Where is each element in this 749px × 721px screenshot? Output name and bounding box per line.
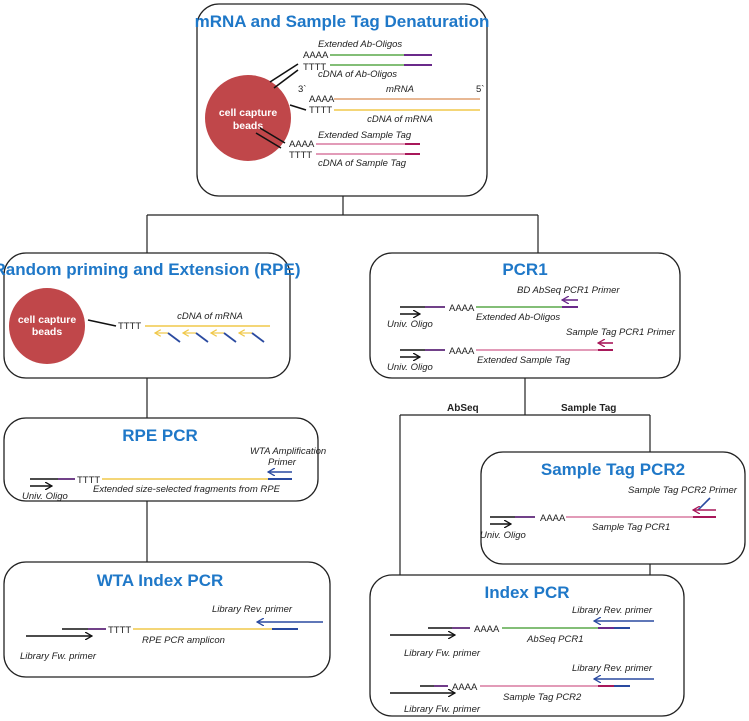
branch-label-abseq: AbSeq — [447, 403, 479, 414]
label-cdna-sample-tag: cDNA of Sample Tag — [318, 158, 407, 169]
panel-wta-index-pcr: WTA Index PCR Library Rev. primer TTTT L… — [3, 561, 331, 678]
label-cdna-mrna: cDNA of mRNA — [177, 311, 243, 322]
random-primers — [155, 332, 265, 343]
panel-box — [369, 574, 685, 717]
label-wta-amp-primer-1: WTA Amplification — [250, 446, 326, 457]
panel-box — [480, 451, 746, 565]
label-univ-oligo: Univ. Oligo — [22, 491, 68, 502]
bead-label-line1: cell capture — [219, 107, 278, 119]
poly-t: TTTT — [118, 321, 141, 332]
linker — [255, 132, 282, 149]
label-rpe-pcr-amplicon: RPE PCR amplicon — [142, 635, 225, 646]
poly-a: AAAA — [309, 94, 335, 105]
poly-a: AAAA — [452, 682, 478, 693]
poly-t: TTTT — [309, 105, 332, 116]
primer-tail — [697, 497, 711, 511]
primer — [223, 332, 237, 343]
label-sample-tag-pcr2-primer: Sample Tag PCR2 Primer — [628, 485, 738, 496]
poly-a: AAAA — [449, 346, 475, 357]
panel-title: Index PCR — [484, 583, 569, 602]
label-library-fw-primer: Library Fw. primer — [20, 651, 97, 662]
linker — [289, 104, 307, 111]
bead — [205, 75, 291, 161]
bead-label-line2: beads — [233, 120, 264, 132]
label-sample-tag-pcr1: Sample Tag PCR1 — [592, 522, 670, 533]
label-univ-oligo: Univ. Oligo — [480, 530, 526, 541]
label-extended-ab-oligos: Extended Ab-Oligos — [318, 39, 402, 50]
bead-label-line2: beads — [32, 326, 63, 338]
primer — [167, 332, 181, 343]
three-prime-label: 3` — [298, 84, 306, 95]
connectors — [146, 196, 651, 575]
label-sample-tag-pcr2: Sample Tag PCR2 — [503, 692, 582, 703]
primer — [195, 332, 209, 343]
poly-a: AAAA — [303, 50, 329, 61]
linker — [87, 319, 117, 327]
five-prime-label: 5` — [476, 84, 484, 95]
label-extended-ab-oligos: Extended Ab-Oligos — [476, 312, 560, 323]
bead — [9, 288, 85, 364]
linker — [259, 127, 286, 144]
poly-t: TTTT — [77, 475, 100, 486]
panel-title: mRNA and Sample Tag Denaturation — [195, 12, 490, 31]
primer — [251, 332, 265, 343]
poly-a: AAAA — [474, 624, 500, 635]
panel-denaturation: mRNA and Sample Tag Denaturation cell ca… — [195, 3, 490, 197]
panel-rpe-pcr: RPE PCR WTA Amplification Primer TTTT Un… — [3, 417, 326, 502]
poly-t: TTTT — [289, 150, 312, 161]
panel-title: WTA Index PCR — [97, 571, 224, 590]
linker — [273, 69, 299, 89]
panel-sample-tag-pcr2: Sample Tag PCR2 Sample Tag PCR2 Primer A… — [480, 451, 746, 565]
panel-box — [3, 561, 331, 678]
poly-a: AAAA — [449, 303, 475, 314]
poly-a: AAAA — [540, 513, 566, 524]
label-library-rev-primer: Library Rev. primer — [212, 604, 293, 615]
label-abseq-pcr1: AbSeq PCR1 — [526, 634, 584, 645]
panel-rpe: Random priming and Extension (RPE) cell … — [0, 252, 300, 379]
label-extended-sample-tag: Extended Sample Tag — [477, 355, 571, 366]
label-bd-abseq-pcr1-primer: BD AbSeq PCR1 Primer — [517, 285, 620, 296]
branch-label-sample-tag: Sample Tag — [561, 403, 616, 414]
label-wta-amp-primer-2: Primer — [268, 457, 297, 468]
label-extended-size-selected: Extended size-selected fragments from RP… — [93, 484, 281, 495]
poly-t: TTTT — [108, 625, 131, 636]
panel-title: RPE PCR — [122, 426, 198, 445]
panel-index-pcr: Index PCR Library Rev. primer AAAA Libra… — [369, 574, 685, 717]
label-library-fw-primer: Library Fw. primer — [404, 704, 481, 715]
panel-title: Sample Tag PCR2 — [541, 460, 685, 479]
label-library-rev-primer: Library Rev. primer — [572, 663, 653, 674]
panel-box — [3, 417, 319, 502]
linker — [269, 63, 299, 83]
label-extended-sample-tag: Extended Sample Tag — [318, 130, 412, 141]
label-cdna-ab-oligos: cDNA of Ab-Oligos — [318, 69, 397, 80]
panel-pcr1: PCR1 BD AbSeq PCR1 Primer AAAA Univ. Oli… — [369, 252, 681, 379]
label-cdna-mrna: cDNA of mRNA — [367, 114, 433, 125]
label-sample-tag-pcr1-primer: Sample Tag PCR1 Primer — [566, 327, 676, 338]
label-univ-oligo: Univ. Oligo — [387, 319, 433, 330]
panel-title: Random priming and Extension (RPE) — [0, 260, 300, 279]
label-mrna: mRNA — [386, 84, 414, 95]
label-library-fw-primer: Library Fw. primer — [404, 648, 481, 659]
poly-t: TTTT — [303, 62, 326, 73]
bead-label-line1: cell capture — [18, 314, 77, 326]
label-library-rev-primer: Library Rev. primer — [572, 605, 653, 616]
panel-title: PCR1 — [502, 260, 547, 279]
poly-a: AAAA — [289, 139, 315, 150]
label-univ-oligo: Univ. Oligo — [387, 362, 433, 373]
